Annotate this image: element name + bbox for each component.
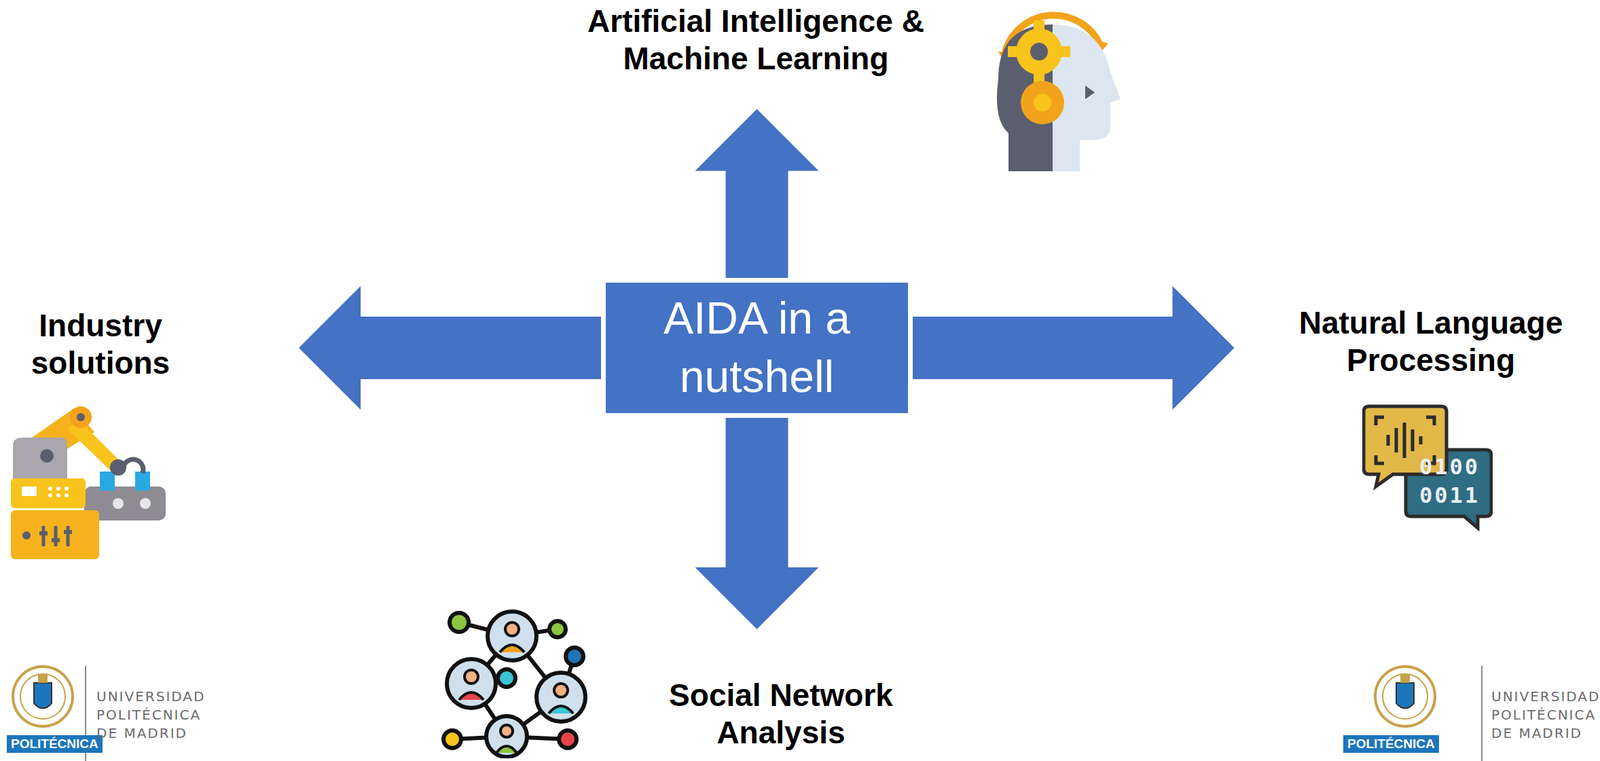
- logo-seal: [1367, 662, 1443, 731]
- university-name: UNIVERSIDAD POLITÉCNICA DE MADRID: [1491, 687, 1600, 743]
- ai-head-icon: [977, 4, 1129, 173]
- topic-label: Artificial Intelligence & Machine Learni…: [540, 2, 972, 78]
- center-title: AIDA in a nutshell: [619, 289, 895, 407]
- topic-label: Natural Language Processing: [1275, 304, 1588, 379]
- topic-label: Industry solutions: [4, 306, 197, 382]
- logo-badge: POLITÉCNICA: [6, 734, 103, 753]
- block-arrow: [695, 417, 820, 629]
- logo-divider: [1480, 665, 1484, 761]
- bit-text: 0100: [1419, 453, 1480, 480]
- topic-title: Industry solutions: [4, 306, 197, 382]
- center-box: AIDA in a nutshell: [605, 282, 908, 413]
- topic-label: Social Network Analysis: [653, 676, 909, 752]
- block-arrow: [695, 108, 820, 278]
- block-arrow: [912, 285, 1235, 410]
- topic-title: Natural Language Processing: [1275, 304, 1588, 379]
- logo-seal: [5, 662, 81, 731]
- social-network-icon: [431, 603, 593, 758]
- topic-title: Social Network Analysis: [653, 676, 909, 752]
- logo-badge: POLITÉCNICA: [1343, 734, 1440, 753]
- topic-title: Artificial Intelligence & Machine Learni…: [540, 2, 972, 78]
- robot-arm-icon: [9, 404, 168, 563]
- university-name: UNIVERSIDAD POLITÉCNICA DE MADRID: [96, 687, 223, 743]
- bit-text: 0011: [1419, 482, 1480, 508]
- block-arrow: [298, 285, 602, 410]
